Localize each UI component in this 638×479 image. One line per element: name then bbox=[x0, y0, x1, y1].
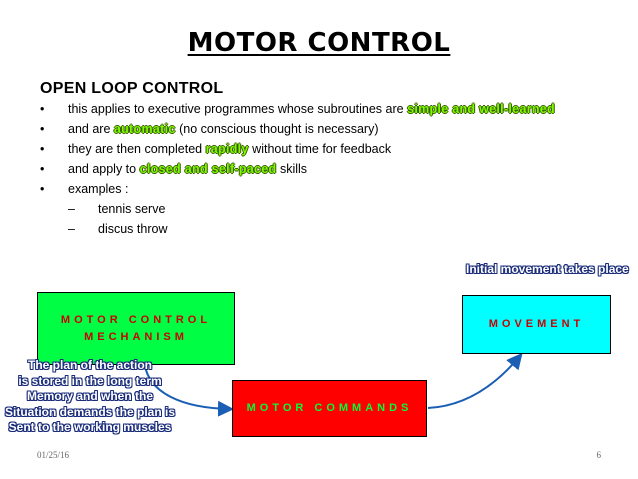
dash-marker: – bbox=[68, 222, 75, 236]
callout-initial-movement: Initial movement takes place bbox=[466, 262, 629, 276]
motor-commands-box: MOTOR COMMANDS bbox=[232, 380, 427, 437]
arrow-commands-to-movement bbox=[427, 352, 523, 409]
highlight-text: closed and self-paced bbox=[139, 162, 277, 176]
callout-line: Sent to the working muscles bbox=[8, 420, 172, 434]
highlight-text: automatic bbox=[113, 122, 176, 136]
bullet-marker: • bbox=[40, 102, 45, 116]
bullet-text: and are bbox=[68, 122, 114, 136]
bullet-marker: • bbox=[40, 182, 45, 196]
slide-subtitle: OPEN LOOP CONTROL bbox=[40, 80, 224, 97]
bullet-text: skills bbox=[276, 162, 308, 176]
bullet-item: • and apply to closed and self-paced ski… bbox=[38, 161, 558, 178]
dash-marker: – bbox=[68, 202, 75, 216]
bullet-marker: • bbox=[40, 142, 45, 156]
slide-title: MOTOR CONTROL bbox=[187, 28, 451, 58]
callout-line: is stored in the long term bbox=[18, 373, 162, 388]
movement-box: MOVEMENT bbox=[462, 295, 611, 354]
bullet-text: (no conscious thought is necessary) bbox=[175, 122, 379, 136]
sub-bullet-item: – tennis serve bbox=[38, 201, 558, 218]
highlight-text: simple and well-learned bbox=[407, 102, 555, 116]
sub-bullet-text: discus throw bbox=[98, 222, 168, 236]
arrow-mechanism-to-commands bbox=[144, 365, 234, 417]
bullet-text: without time for feedback bbox=[248, 142, 392, 156]
bullet-item: • and are automatic (no conscious though… bbox=[38, 121, 558, 138]
bullet-marker: • bbox=[40, 122, 45, 136]
callout-line: Memory and when the bbox=[26, 389, 154, 403]
callout-line: The plan of the action bbox=[27, 358, 152, 372]
bullet-text: and apply to bbox=[68, 162, 140, 176]
footer-date: 01/25/16 bbox=[37, 450, 70, 460]
sub-bullet-text: tennis serve bbox=[98, 202, 166, 216]
box-label-line: MOTOR CONTROL bbox=[60, 313, 212, 326]
motor-control-mechanism-box: MOTOR CONTROL MECHANISM bbox=[37, 292, 235, 365]
bullet-item: • examples : bbox=[38, 181, 558, 198]
highlight-text: rapidly bbox=[205, 142, 249, 156]
box-label-line: MECHANISM bbox=[84, 330, 188, 343]
bullet-marker: • bbox=[40, 162, 45, 176]
bullet-text: examples : bbox=[68, 182, 129, 196]
sub-bullet-item: – discus throw bbox=[38, 221, 558, 238]
bullet-text: they are then completed bbox=[68, 142, 206, 156]
callout-plan-of-action: The plan of the action is stored in the … bbox=[0, 358, 180, 436]
bullet-list: • this applies to executive programmes w… bbox=[38, 101, 558, 241]
bullet-item: • they are then completed rapidly withou… bbox=[38, 141, 558, 158]
callout-line: Situation demands the plan is bbox=[4, 404, 176, 419]
page-number: 6 bbox=[596, 450, 602, 460]
bullet-text: this applies to executive programmes who… bbox=[68, 102, 408, 116]
bullet-item: • this applies to executive programmes w… bbox=[38, 101, 558, 118]
